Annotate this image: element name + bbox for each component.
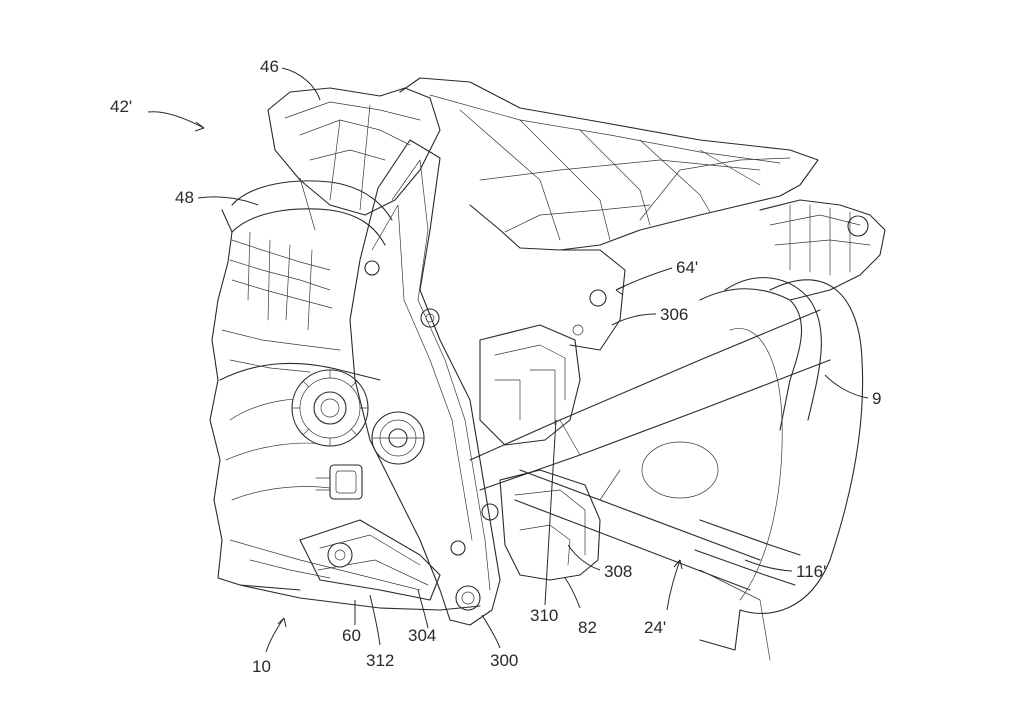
exhaust-pipe bbox=[694, 277, 822, 586]
lower-links bbox=[299, 519, 441, 601]
rear-wheel bbox=[699, 279, 864, 661]
drive-sprocket bbox=[291, 369, 369, 447]
label-42: 42' bbox=[110, 97, 132, 116]
airbox bbox=[267, 87, 441, 216]
label-10: 10 bbox=[252, 657, 271, 676]
mid-housing bbox=[479, 249, 626, 446]
label-48: 48 bbox=[175, 188, 194, 207]
label-46: 46 bbox=[260, 57, 279, 76]
label-9: 9 bbox=[872, 389, 881, 408]
label-60: 60 bbox=[342, 626, 361, 645]
label-64: 64' bbox=[676, 258, 698, 277]
swing-arm bbox=[469, 309, 831, 591]
label-82: 82 bbox=[578, 618, 597, 637]
rear-shock bbox=[759, 199, 886, 301]
label-300: 300 bbox=[490, 651, 518, 670]
label-24: 24' bbox=[644, 618, 666, 637]
lower-housing bbox=[481, 469, 601, 581]
label-308: 308 bbox=[604, 562, 632, 581]
leader-lines bbox=[147, 67, 869, 653]
pivot-boss bbox=[371, 411, 425, 465]
label-304: 304 bbox=[408, 626, 436, 645]
sensor-block bbox=[315, 464, 363, 500]
label-312: 312 bbox=[366, 651, 394, 670]
reference-labels: 42' 46 48 64' 306 9 116' 308 24' 82 310 … bbox=[110, 57, 881, 676]
intake-duct bbox=[231, 177, 393, 246]
label-306: 306 bbox=[660, 305, 688, 324]
cylinder-head bbox=[209, 209, 341, 591]
label-116: 116' bbox=[796, 562, 826, 581]
rear-subframe bbox=[399, 77, 819, 251]
side-frame-plate bbox=[349, 139, 501, 626]
label-310: 310 bbox=[530, 606, 558, 625]
